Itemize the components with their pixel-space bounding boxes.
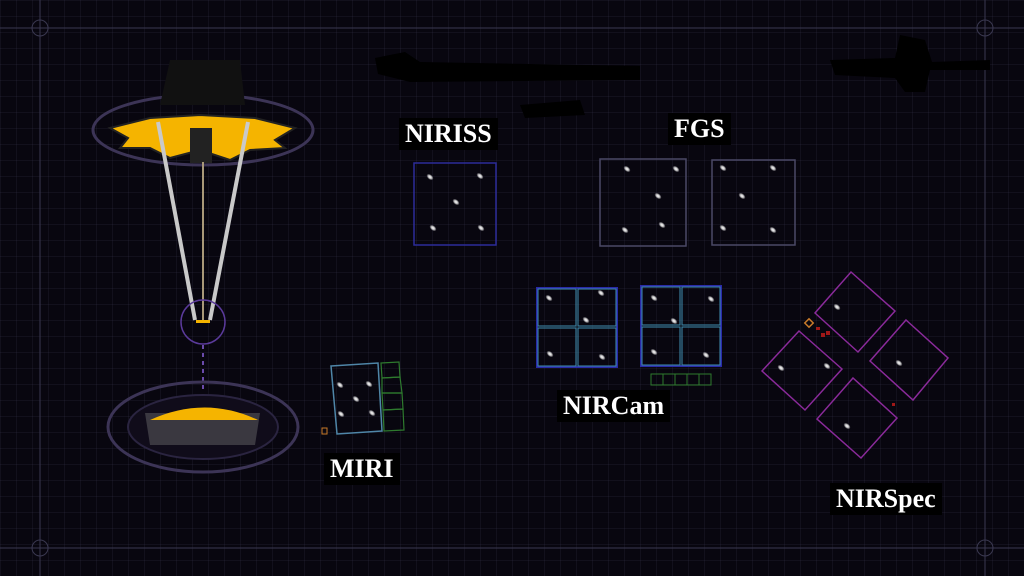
star-point: [738, 192, 746, 200]
star-point: [843, 422, 851, 430]
star-point: [546, 350, 554, 358]
star-point: [895, 359, 903, 367]
star-point: [545, 294, 553, 302]
star-point: [365, 380, 373, 388]
star-point: [654, 192, 662, 200]
star-point: [621, 226, 629, 234]
miri-field: [321, 361, 405, 435]
telescope-illustration: [91, 60, 315, 474]
star-point: [777, 364, 785, 372]
star-point: [833, 303, 841, 311]
star-point: [352, 395, 360, 403]
star-point: [702, 351, 710, 359]
niriss-field: [413, 162, 497, 246]
star-point: [582, 316, 590, 324]
miri-label: MIRI: [324, 453, 400, 485]
star-point: [658, 221, 666, 229]
star-point: [368, 409, 376, 417]
nirspec-field: [760, 270, 950, 460]
star-point: [719, 224, 727, 232]
star-point: [823, 362, 831, 370]
star-point: [672, 165, 680, 173]
fgs-field: [599, 158, 796, 247]
star-point: [337, 410, 345, 418]
star-point: [597, 289, 605, 297]
star-point: [426, 173, 434, 181]
star-point: [476, 172, 484, 180]
star-point: [707, 295, 715, 303]
niriss-label: NIRISS: [399, 118, 498, 150]
star-point: [670, 317, 678, 325]
nirspec-label: NIRSpec: [830, 483, 942, 515]
redaction-marks: [375, 35, 990, 118]
star-point: [336, 381, 344, 389]
nircam-field: [536, 285, 722, 386]
star-point: [650, 348, 658, 356]
star-point: [769, 164, 777, 172]
star-point: [477, 224, 485, 232]
star-point: [719, 164, 727, 172]
star-point: [650, 294, 658, 302]
star-point: [598, 353, 606, 361]
star-point: [429, 224, 437, 232]
star-point: [452, 198, 460, 206]
star-point: [769, 226, 777, 234]
star-point: [623, 165, 631, 173]
fgs-label: FGS: [668, 113, 731, 145]
nircam-label: NIRCam: [557, 390, 671, 422]
